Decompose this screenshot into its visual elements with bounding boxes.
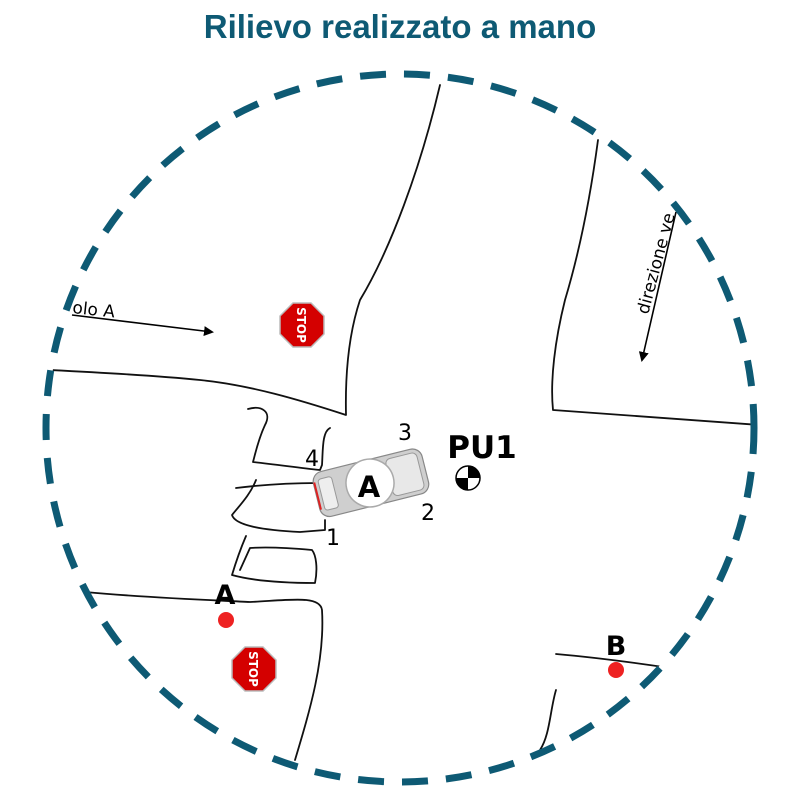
sketch-mark-2 [231,479,326,533]
reference-point-icon [455,465,481,491]
point-b-label: B [606,631,627,662]
stop-sign-icon: STOP [231,646,277,692]
vehicle-label: A [358,470,381,504]
reference-point-label: PU1 [447,430,516,466]
road-edge-top-right [551,139,752,426]
point-b-marker [608,662,624,678]
direction-label-b: direzione ve [634,211,680,316]
point-a-marker [218,612,234,628]
page-title: Rilievo realizzato a mano [203,8,597,45]
impact-label-4: 4 [305,447,319,472]
direction-arrow-a [71,314,214,336]
svg-text:STOP: STOP [246,651,260,687]
point-a-label: A [215,580,236,611]
road-edge-bottom-right-2 [539,689,557,751]
impact-label-3: 3 [398,421,412,446]
sketch-mark-3 [231,535,318,584]
impact-label-2: 2 [421,501,435,526]
impact-label-1: 1 [326,526,340,551]
road-edge-bottom-left [84,591,324,761]
road-edge-top-left [49,84,441,416]
sketch-mark-1 [247,407,331,471]
survey-area-circle [42,70,758,786]
vehicle-a [312,448,430,518]
direction-arrow-b [638,211,677,362]
direction-label-a: olo A [71,298,116,322]
svg-text:STOP: STOP [294,307,308,343]
stop-sign-icon: STOP [279,302,325,348]
